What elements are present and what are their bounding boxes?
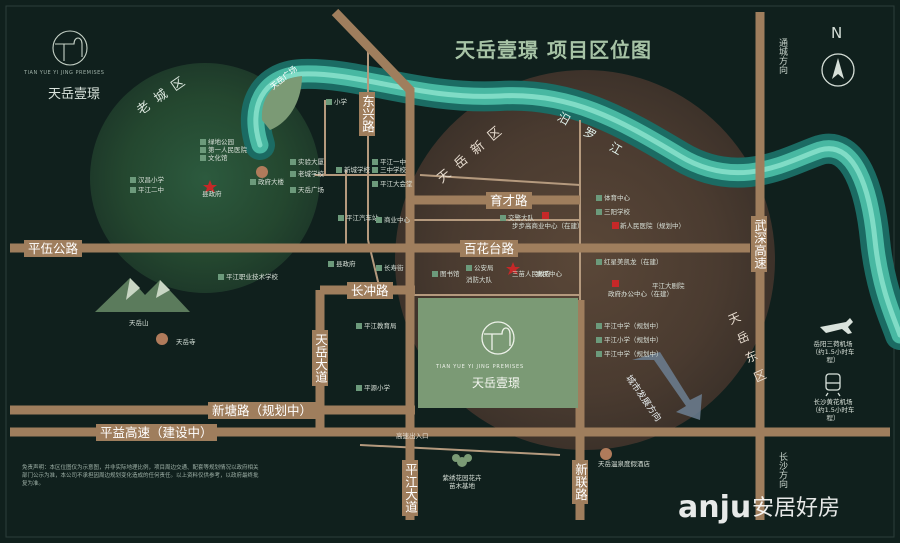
watermark-latin: anju [678,490,751,525]
landmark-markers [203,180,619,287]
road-pingjiang-ave [331,8,415,520]
train-icon [825,373,841,397]
poi-label: 绿地公园 [200,138,234,146]
road-label-pingjiang-ave: 平江大道 [402,460,418,516]
brand-name: 天岳壹璟 [48,87,101,102]
poi-label: 惠民中心 [536,270,562,278]
poi-label: 消防大队 [466,276,492,284]
poi-label: 平江教育局 [356,322,397,330]
poi-label: 图书馆 [432,270,460,278]
poi-label: 岳阳三荷机场（约1.5小时车程） [811,340,855,364]
development-arrow [632,352,702,420]
road-label-xinlian: 新联路 [572,460,588,504]
poi-label: 汉昌小学 [130,176,164,184]
watermark-cn: 安居好房 [752,496,841,521]
poi-label: 商业中心 [376,216,410,224]
poi-label: 交警大队 [500,214,534,222]
poi-label: 县政府 [328,260,356,268]
road-label-baihuatai: 百花台路 [460,240,519,257]
temple-icon [156,166,612,460]
poi-label: 政府办公中心（在建） [608,290,673,298]
mountain-icon [95,278,190,312]
project-logo [481,321,515,355]
brand-subtitle: TIAN YUE YI JING PREMISES [24,70,105,76]
poi-label: 县政府 [202,190,222,198]
poi-label: 平源小学 [356,384,390,392]
direction-top-right: 通城方向 [777,38,787,74]
disclaimer-text: 免责声明：本区位图仅为示意图，并非实际地理比例，项目周边交通、配套等规划情况以政… [22,465,259,487]
poi-label: 平江中学（规划中） [596,322,663,330]
poi-label: 平江中学（规划中） [596,350,663,358]
minor-road [419,174,581,186]
map-title: 天岳壹璟 项目区位图 [455,38,652,62]
poi-label: 新人民医院（规划中） [620,222,685,230]
poi-label: 平江大会堂 [372,180,413,188]
poi-label: 平江一中 [372,158,406,166]
poi-label: 平江二中 [130,186,164,194]
poi-label: 平江职业技术学校 [218,273,278,281]
road-label-wushen: 武深高速 [751,216,767,272]
project-name: 天岳壹璟 [472,376,521,390]
project-site [418,298,578,408]
project-subtitle: TIAN YUE YI JING PREMISES [436,364,524,370]
poi-label: 第一人民医院 [200,146,247,154]
poi-label: 天岳广场 [290,186,324,194]
flower-icon [452,454,472,467]
poi-label: 平江汽车站 [338,214,379,222]
poi-label: 天岳温泉度假酒店 [598,460,650,468]
minor-road [359,444,561,456]
road-label-pingyi: 平益高速（建设中） [96,424,217,441]
poi-label: 政府大楼 [250,178,284,186]
poi-label: 体育中心 [596,194,630,202]
river-highlight [253,71,900,338]
poi-label: 实验大厦 [290,158,324,166]
poi-label: 紫绣花园花卉苗木基地 [442,474,482,490]
poi-label: 步步高商业中心（在建） [512,222,584,230]
airport-icon [820,318,853,334]
road-label-changchong: 长冲路 [347,282,393,299]
road-label-pingwu: 平伍公路 [24,240,83,257]
poi-label: 文化馆 [200,154,228,162]
poi-label: 平江大剧院 [652,282,685,290]
road-label-yucai: 育才路 [486,192,532,209]
poi-label: 平江小学（规划中） [596,336,663,344]
poi-label: 红星美凯龙（在建） [596,258,663,266]
poi-label: 老城学校 [290,170,324,178]
direction-bottom-right: 长沙方向 [777,452,787,488]
road-label-xintang: 新塘路（规划中） [208,402,317,419]
poi-label: 公安局 [466,264,494,272]
highway-exit-label: 高速出入口 [396,432,429,440]
poi-label: 小学 [326,98,347,106]
tianyue-temple-label: 天岳寺 [176,338,196,346]
road-label-dongxing: 东兴路 [359,92,375,136]
compass-label: N [831,24,843,42]
poi-label: 三中学校 [372,166,406,174]
poi-label: 三阳学校 [596,208,630,216]
poi-label: 长沙黄花机场（约1.5小时车程） [811,398,855,422]
tianyue-mountain-label: 天岳山 [129,319,149,327]
poi-label: 三苗人民政府 [512,270,551,278]
tianyue-plaza-shape [261,76,302,130]
road-label-tianyue-ave: 天岳大道 [312,330,328,386]
brand-logo [52,30,88,66]
poi-label: 长寿街 [376,264,404,272]
compass-icon [821,53,855,87]
poi-label: 新城学校 [336,166,370,174]
